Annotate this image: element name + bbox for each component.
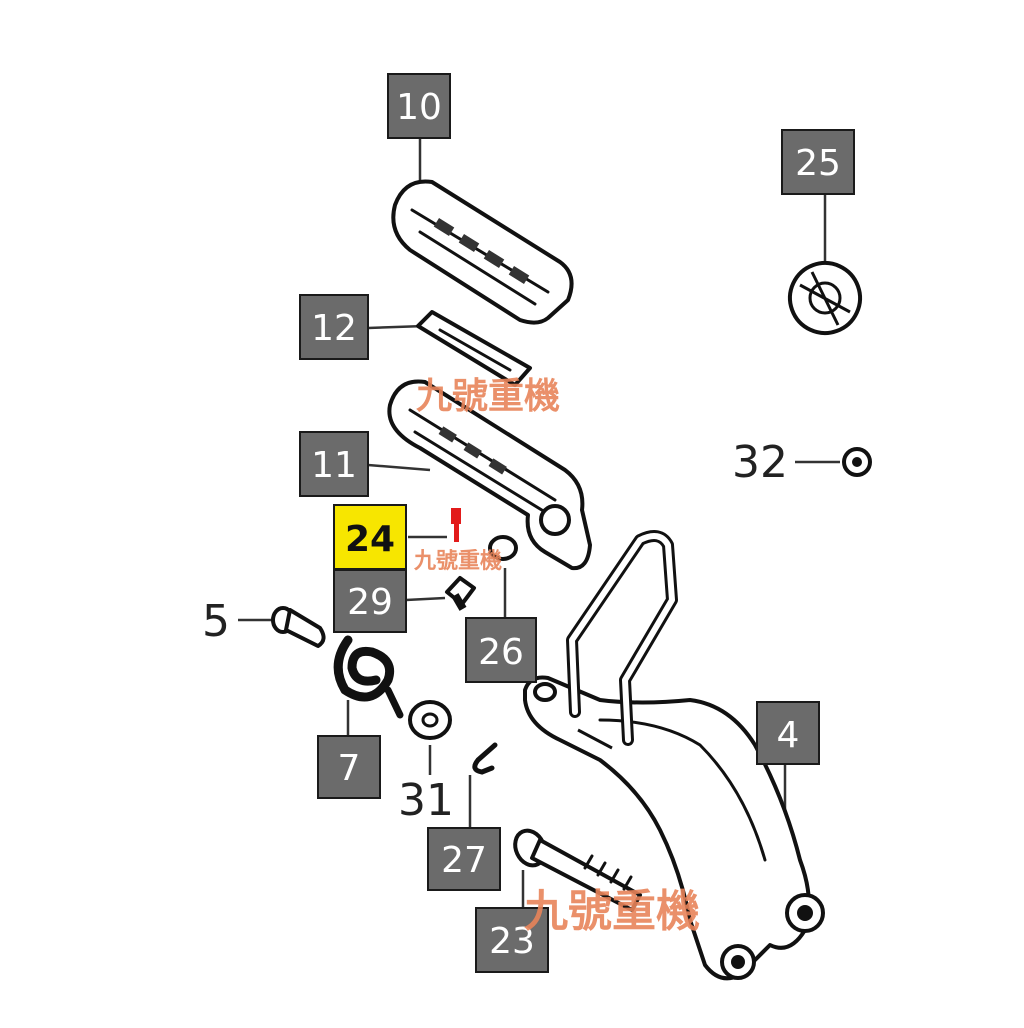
callout-25: 25	[781, 129, 855, 195]
callout-4-label: 4	[777, 715, 800, 756]
washer-31-part	[408, 700, 452, 740]
bracket-4-part	[523, 530, 825, 981]
leader-12	[367, 324, 426, 330]
footpeg-body-part	[387, 379, 592, 571]
callout-23: 23	[475, 907, 549, 973]
watermark-1: 九號重機	[416, 376, 560, 417]
callout-7-label: 7	[338, 748, 361, 789]
cotter-pin-27-part	[472, 742, 498, 775]
leader-29	[405, 596, 446, 602]
callout-23-label: 23	[489, 921, 535, 962]
bolt-29-part	[445, 576, 476, 611]
callout-24: 24	[333, 504, 407, 570]
callout-12: 12	[299, 294, 369, 360]
callout-4: 4	[756, 701, 820, 765]
callout-27-label: 27	[441, 840, 487, 881]
callout-24-label: 24	[345, 519, 395, 560]
leader-11	[367, 463, 431, 472]
callout-5-label: 5	[202, 596, 230, 647]
callout-29: 29	[333, 569, 407, 633]
callout-25-label: 25	[795, 143, 841, 184]
callout-32-label: 32	[732, 437, 788, 488]
callout-29-label: 29	[347, 582, 393, 623]
highlighted-pin-part	[451, 508, 461, 542]
watermark-2: 九號重機	[413, 549, 502, 574]
watermark-3: 九號重機	[524, 886, 700, 937]
callout-11: 11	[299, 431, 369, 497]
callout-10: 10	[387, 73, 451, 139]
callout-26-label: 26	[478, 632, 524, 673]
pin-5-part	[271, 606, 326, 648]
callout-27: 27	[427, 827, 501, 891]
footpeg-rubber-part	[391, 179, 574, 325]
washer-26-part	[488, 535, 518, 561]
callout-10-label: 10	[396, 87, 442, 128]
spring-7-part	[333, 635, 404, 719]
plate-part	[416, 310, 532, 387]
callout-26: 26	[465, 617, 537, 683]
callout-31-label: 31	[398, 775, 454, 826]
nut-32-part	[842, 447, 872, 477]
circlip-25-part	[788, 261, 862, 335]
callout-7: 7	[317, 735, 381, 799]
callout-12-label: 12	[311, 308, 357, 349]
callout-11-label: 11	[311, 445, 357, 486]
bolt-23-part	[513, 828, 642, 912]
